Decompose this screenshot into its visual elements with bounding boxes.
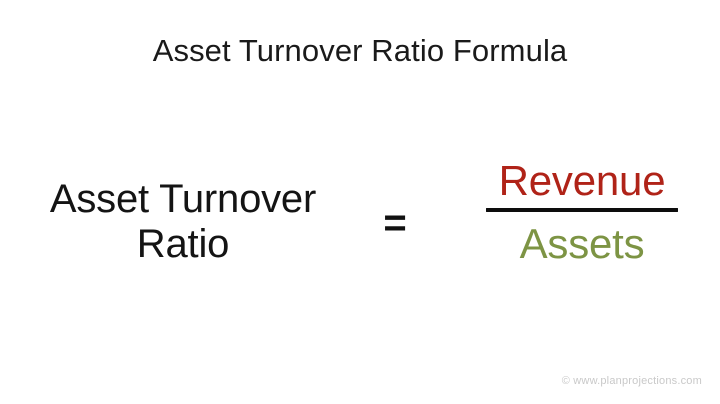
fraction-group: Revenue Assets xyxy=(452,160,712,265)
fraction-numerator: Revenue xyxy=(498,157,666,204)
left-side-line-2: Ratio xyxy=(136,221,230,266)
left-side-line-1: Asset Turnover xyxy=(49,177,317,221)
fraction-denominator: Assets xyxy=(519,220,645,267)
copyright-attribution: © www.planprojections.com xyxy=(561,375,702,387)
page-title: Asset Turnover Ratio Formula xyxy=(152,33,568,68)
formula-left-side-label: Asset Turnover Ratio xyxy=(8,177,358,267)
formula-equation: Asset Turnover Ratio = Revenue Assets xyxy=(0,160,720,300)
fraction-bar-divider xyxy=(486,208,678,212)
equals-sign: = xyxy=(383,201,407,245)
